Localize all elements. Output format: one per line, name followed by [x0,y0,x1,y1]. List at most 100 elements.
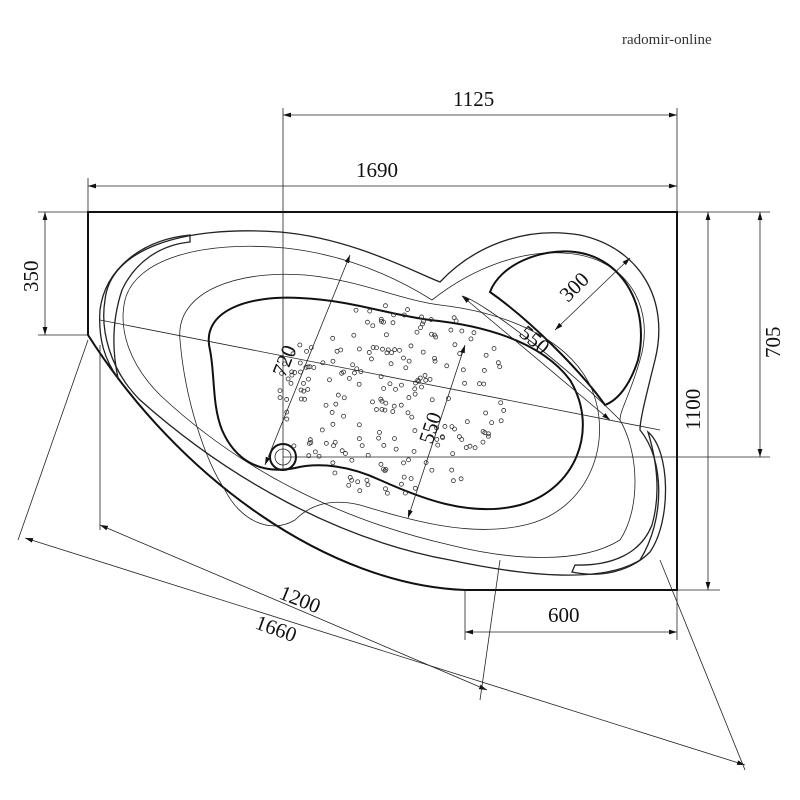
jet-dot [374,345,379,351]
jet-dot [382,407,388,413]
jet-dot [381,386,387,391]
jet-dot [448,327,454,333]
jet-dot [334,348,340,354]
dim-1100: 1100 [681,389,705,430]
jet-dot [381,466,386,472]
jet-dot [420,321,425,327]
dim-705: 705 [761,327,785,359]
jet-dot [412,391,418,397]
jet-dot [480,439,486,445]
jet-dot [485,433,491,439]
jet-dot [497,364,503,370]
jet-dot [384,490,390,496]
jet-dot [459,328,465,334]
jet-dot [350,362,356,368]
jet-dot [401,355,406,361]
jet-dot [392,347,398,353]
jet-dot [471,330,477,336]
jet-dot [480,429,486,434]
dim-1690: 1690 [356,158,398,182]
jet-dot [291,443,297,449]
jet-dot [412,485,418,491]
jet-dot [374,407,379,412]
jet-dot [429,331,434,337]
jet-dot [420,349,426,355]
jet-dot [406,358,412,364]
jet-dot [406,395,412,400]
jet-dot [347,475,353,480]
jet-dot [277,395,283,400]
jet-dot [489,420,495,426]
jet-dot [346,482,352,488]
jet-dot [378,461,384,467]
jet-dot [356,422,362,428]
jet-dot [452,342,458,348]
jet-dot [422,373,428,378]
jet-dot [408,343,414,349]
jet-dot [501,408,507,413]
jet-dot [332,470,338,476]
jet-dot [383,486,388,492]
jet-dot [327,377,332,383]
jet-dot [391,312,397,318]
jet-dot [346,375,352,381]
jet-dot [366,350,372,355]
jet-dot [370,345,376,350]
jet-dot [398,402,404,408]
jet-dot [429,467,435,473]
jet-dot [399,382,404,388]
jet-dot [369,356,374,362]
jet-dot [284,416,290,422]
jet-dot [419,384,424,390]
jet-dot [418,325,423,331]
jet-dot [341,413,346,419]
tub-outline [87,211,678,591]
rim-inner-line [122,245,645,558]
jet-dot [458,476,464,482]
jet-dot [401,312,407,318]
jet-dot [319,427,325,433]
jet-dot [403,365,409,371]
jet-dot [449,424,455,430]
jet-dot [284,397,290,402]
jet-dot [462,380,468,386]
jet-dot [329,410,335,415]
headrest-left [99,234,191,379]
jet-dot [432,358,438,364]
jet-dot [444,363,450,369]
dim-1125: 1125 [453,87,494,111]
jet-dot [316,453,322,459]
jet-dot [330,421,336,427]
jet-dot [383,303,388,309]
jet-dot [305,387,311,392]
jet-dot [370,323,376,329]
jet-dot [323,402,329,408]
jet-dot [401,474,407,480]
jet-dot [385,347,391,353]
jet-dot [356,381,362,387]
jet-dot [297,360,303,366]
jet-dot [423,377,429,383]
jet-dot [381,319,386,325]
jet-dot [421,319,426,324]
jet-dot [365,482,371,488]
jet-dot [378,396,384,402]
jet-dot [402,490,408,496]
jet-dot [481,381,487,387]
jet-dot [380,346,385,352]
jet-dot [288,380,294,386]
dimension-lines [17,108,770,771]
tub-rim [103,230,660,576]
jet-dot [323,440,329,446]
jet-dot [491,346,497,351]
jet-dot [384,332,389,338]
jet-dot [452,426,457,432]
jet-dot [408,476,414,481]
jet-dot [450,478,456,484]
jet-dot [477,381,482,387]
jet-dot [427,376,433,382]
jet-dot [463,445,469,450]
jet-dot [355,479,361,485]
jet-dot [468,336,474,342]
jet-dot [359,443,365,448]
